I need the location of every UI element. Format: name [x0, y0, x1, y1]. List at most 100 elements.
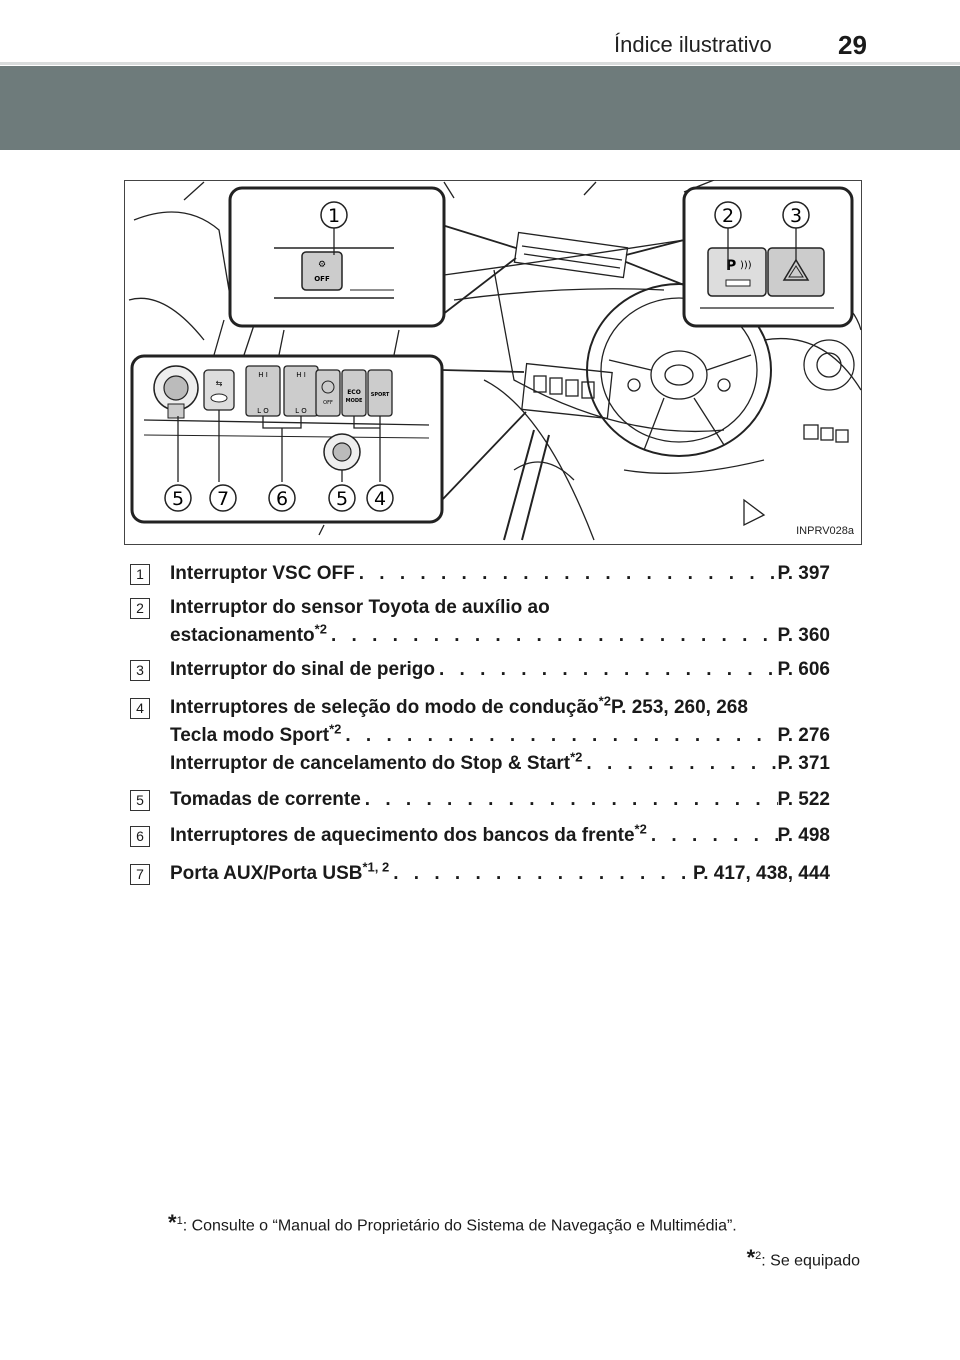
leader-dots: . . . . . . . . . . . . . . . . . . . . … [330, 625, 778, 646]
hazard-triangle-icon [782, 258, 810, 281]
figure-code: INPRV028a [796, 525, 854, 537]
callout-5b-label: 5 [336, 488, 348, 510]
entry-line: Interruptor de cancelamento do Stop & St… [170, 750, 830, 778]
dashboard-illustration: ⚙ OFF 1 P ))) 2 3 [124, 180, 862, 545]
page-reference-link[interactable]: P. 417, 438, 444 [693, 863, 830, 884]
item-number: 1 [130, 564, 150, 585]
footnote-number: 2 [755, 1250, 762, 1262]
footnote-text: : Se equipado [761, 1252, 860, 1270]
figure-frame [124, 180, 862, 545]
section-title: Índice ilustrativo [614, 32, 772, 57]
gauge-drawing [803, 339, 855, 391]
entry-text: Interruptor VSC OFF [170, 563, 355, 584]
footnote-marker: *2 [570, 749, 583, 765]
panel-lower-console: ⇆ H I L O H I L O OFF ECO MODE SPORT [130, 354, 444, 524]
item-number: 4 [130, 698, 150, 719]
stop-start-icon [321, 380, 335, 394]
leader-dots: . . . . . . . . . . . . . . . . . . . . … [438, 659, 778, 680]
callout-2-label: 2 [722, 205, 734, 227]
page-reference-link[interactable]: P. 522 [777, 789, 830, 810]
entry-line: Porta AUX/Porta USB*1, 2 . . . . . . . .… [170, 860, 830, 888]
hi-label-left: H I [258, 371, 268, 379]
page-reference-link[interactable]: P. 371 [777, 753, 830, 774]
entry-line: Interruptores de aquecimento dos bancos … [170, 822, 830, 850]
eco-text: ECO [347, 389, 361, 396]
callout-1 [320, 201, 348, 229]
footnote-1: *1: Consulte o “Manual do Proprietário d… [168, 1212, 737, 1235]
entry-text: Tomadas de corrente [170, 789, 361, 810]
footnote-marker: *2 [314, 621, 327, 637]
callout-1-label: 1 [328, 205, 340, 227]
callout-5b [328, 484, 356, 512]
entry-line: estacionamento*2 . . . . . . . . . . . .… [170, 622, 830, 650]
parking-sensor-button-drawing [707, 247, 767, 297]
dashboard-drawing: ⚙ OFF 1 P ))) 2 3 [128, 180, 862, 541]
callout-4 [366, 484, 394, 512]
stop-start-off-text: OFF [323, 400, 333, 406]
page-reference-link[interactable]: P. 360 [777, 625, 830, 646]
panel-parking-hazard: P ))) 2 3 [682, 186, 854, 328]
lo-label-left: L O [257, 407, 269, 415]
console-switches-drawing [521, 362, 613, 420]
header-rule [0, 62, 960, 65]
parking-p-text: P [726, 258, 736, 274]
page-reference-link[interactable]: P. 253, 260, 268 [610, 697, 748, 718]
entry-line: Tomadas de corrente . . . . . . . . . . … [170, 786, 830, 814]
mode-text: MODE [346, 398, 363, 404]
footnote-text: : Consulte o “Manual do Proprietário do … [182, 1217, 737, 1235]
callout-7 [209, 484, 237, 512]
item-number: 5 [130, 790, 150, 811]
hi-label-right: H I [296, 371, 306, 379]
seat-outline [133, 211, 235, 321]
callout-6-label: 6 [276, 488, 288, 510]
entry-line: Tecla modo Sport*2 . . . . . . . . . . .… [170, 722, 830, 750]
leader-dots: . . . . . . . . . . . . . . . . . . . . … [393, 863, 693, 884]
leader-dots: . . . . . . . . . . . . . . . . . . . . … [364, 789, 778, 810]
callout-4-label: 4 [374, 488, 386, 510]
sensor-wave-icon: ))) [740, 260, 752, 271]
panel-vsc-off: ⚙ OFF 1 [228, 186, 446, 328]
entry-line: Interruptor do sensor Toyota de auxílio … [170, 594, 830, 622]
entry-text: Porta AUX/Porta USB [170, 863, 363, 884]
footnote-marker: *1, 2 [362, 859, 390, 875]
page-number: 29 [838, 30, 867, 60]
footnote-number: 1 [176, 1215, 183, 1227]
footnote-2: *2: Se equipado [747, 1247, 860, 1270]
leader-dots: . . . . . . . . . . . . . . . . . . . . … [345, 725, 777, 746]
entry-text: estacionamento [170, 625, 315, 646]
vsc-car-icon: ⚙ [318, 260, 326, 270]
footnote-marker: *2 [634, 821, 647, 837]
vsc-off-text: OFF [314, 275, 330, 283]
page-reference-link[interactable]: P. 606 [777, 659, 830, 680]
page-reference-link[interactable]: P. 397 [777, 563, 830, 584]
footnote-marker: *2 [329, 721, 342, 737]
aux-usb-port-drawing [203, 369, 235, 411]
page-reference-link[interactable]: P. 498 [777, 825, 830, 846]
entry-text: Interruptor do sinal de perigo [170, 659, 435, 680]
entry-text: Interruptor do sensor Toyota de auxílio … [170, 597, 550, 618]
callout-5a [164, 484, 192, 512]
footnote-marker: *2 [598, 693, 611, 709]
entry-text: Interruptores de seleção do modo de cond… [170, 697, 599, 718]
entry-line: Interruptores de seleção do modo de cond… [170, 694, 830, 722]
entry-line: Interruptor do sinal de perigo . . . . .… [170, 656, 830, 684]
page-reference-link[interactable]: P. 276 [777, 725, 830, 746]
item-number: 2 [130, 598, 150, 619]
header-band [0, 66, 960, 150]
footnote-star: * [746, 1245, 756, 1270]
item-number: 7 [130, 864, 150, 885]
usb-icon: ⇆ [216, 379, 223, 388]
leader-dots: . . . . . . . . . . . . . . . . . . . . … [586, 753, 777, 774]
entry-line: Interruptor VSC OFF . . . . . . . . . . … [170, 560, 830, 588]
callout-5a-label: 5 [172, 488, 184, 510]
entry-text: Interruptores de aquecimento dos bancos … [170, 825, 635, 846]
callout-7-label: 7 [217, 488, 229, 510]
parking-indicator [725, 279, 751, 287]
footnote-star: * [168, 1210, 177, 1235]
leader-dots: . . . . . . . . . . . . . . . . . . . . … [650, 825, 778, 846]
callout-3 [782, 201, 810, 229]
entry-text: Tecla modo Sport [170, 725, 330, 746]
page-header [0, 0, 960, 64]
entry-text: Interruptor de cancelamento do Stop & St… [170, 753, 571, 774]
item-number: 3 [130, 660, 150, 681]
